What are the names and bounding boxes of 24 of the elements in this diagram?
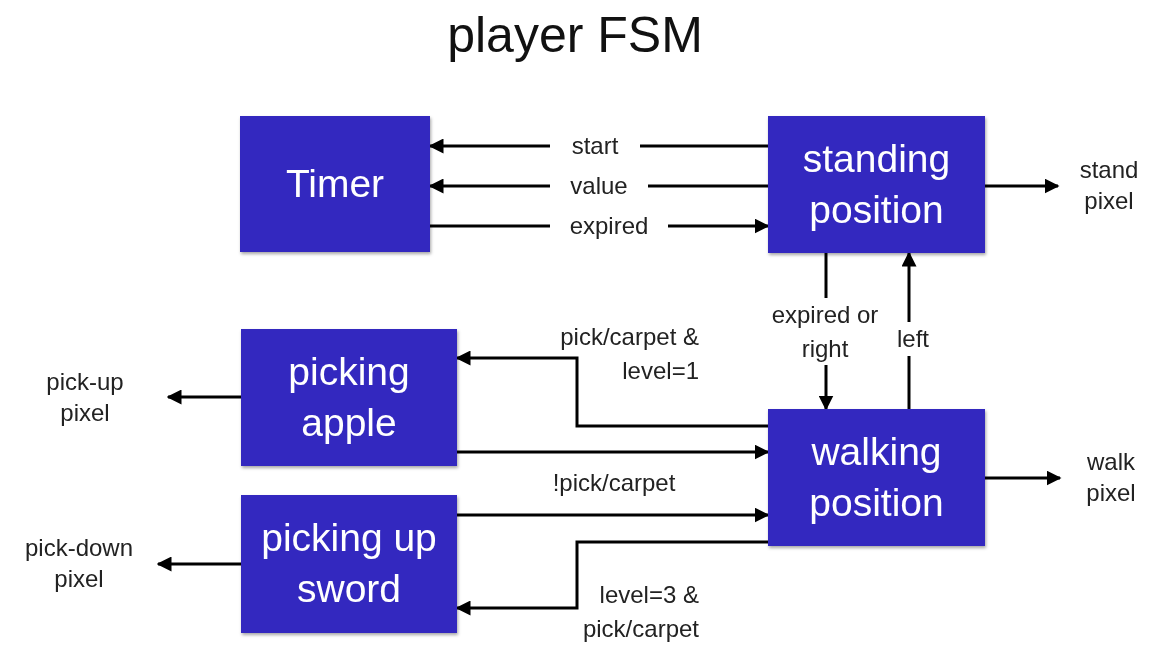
state-name: picking apple (287, 348, 411, 446)
state-box (768, 116, 985, 253)
state-box (241, 329, 457, 466)
output-label: walk pixel (1085, 446, 1137, 508)
state-box (768, 409, 985, 546)
state-box (241, 495, 457, 633)
state-name: standing position (801, 135, 952, 233)
output-label: pick-up pixel (45, 366, 125, 428)
edge-label: pick/carpet & level=1 (559, 322, 700, 386)
state-name: picking up sword (260, 515, 438, 612)
state-name: Timer (285, 160, 385, 207)
arrow (156, 556, 241, 572)
output-label: pick-down pixel (23, 532, 134, 594)
arrow (166, 389, 241, 405)
arrow (985, 470, 1062, 486)
arrow (985, 178, 1060, 194)
edge-label: level=3 & pick/carpet (581, 580, 700, 644)
arrow (457, 444, 770, 460)
state-name: walking position (808, 428, 945, 526)
state-box (240, 116, 430, 252)
output-label: stand pixel (1078, 154, 1140, 216)
edge-label: !pick/carpet (551, 468, 677, 498)
diagram-title: player FSM (446, 6, 704, 64)
arrow (457, 507, 770, 523)
